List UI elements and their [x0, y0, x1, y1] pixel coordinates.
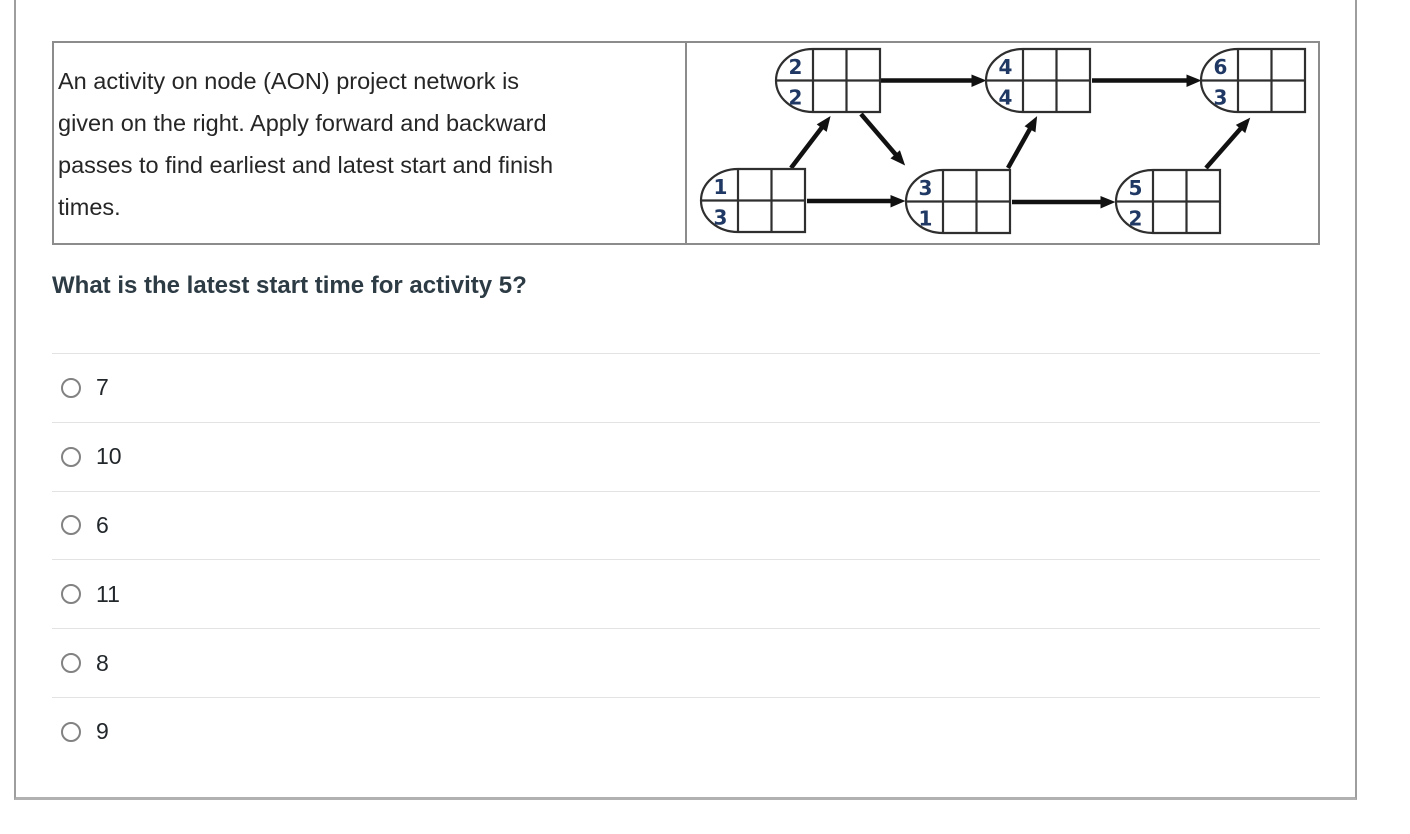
radio-button[interactable]	[61, 584, 81, 605]
aon-node-6: 63	[1199, 47, 1307, 114]
activity-number: 6	[1214, 55, 1228, 79]
radio-button[interactable]	[61, 515, 81, 536]
activity-number: 1	[714, 175, 728, 199]
activity-duration: 4	[999, 86, 1013, 110]
radio-button[interactable]	[61, 653, 81, 674]
activity-duration: 3	[1214, 86, 1228, 110]
question-description-line: given on the right. Apply forward and ba…	[58, 110, 547, 136]
activity-duration: 2	[1129, 207, 1143, 231]
answer-option-label: 6	[96, 511, 109, 538]
answer-option-row[interactable]: 8	[52, 628, 1320, 697]
question-description-line: An activity on node (AON) project networ…	[58, 68, 520, 94]
answer-option-row[interactable]: 9	[52, 696, 1320, 766]
activity-number: 5	[1129, 176, 1143, 200]
activity-duration: 3	[714, 206, 728, 230]
answer-option-label: 7	[96, 374, 109, 401]
answer-option-label: 9	[96, 718, 109, 745]
quiz-question-panel: An activity on node (AON) project networ…	[14, 0, 1357, 800]
aon-node-3: 31	[904, 168, 1012, 235]
radio-button[interactable]	[61, 446, 81, 467]
aon-edge-1-2	[789, 116, 831, 170]
answer-option-row[interactable]: 10	[52, 421, 1320, 491]
answer-options-list: 7 10 6 11 8 9	[52, 353, 1320, 766]
activity-number: 2	[789, 55, 803, 79]
answer-option-row[interactable]: 6	[52, 490, 1320, 560]
answer-option-row[interactable]: 7	[52, 353, 1320, 422]
answer-option-label: 8	[96, 649, 109, 676]
aon-edge-5-6	[1204, 117, 1251, 170]
activity-duration: 2	[789, 86, 803, 110]
answer-option-label: 11	[96, 580, 120, 607]
aon-edge-2-3	[859, 112, 906, 166]
radio-button[interactable]	[61, 721, 81, 742]
question-description: An activity on node (AON) project networ…	[54, 43, 687, 243]
question-description-line: times.	[58, 194, 121, 220]
question-description-line: passes to find earliest and latest start…	[58, 152, 554, 178]
answer-option-label: 10	[96, 443, 122, 470]
activity-number: 4	[999, 55, 1013, 79]
aon-node-5: 52	[1114, 168, 1222, 235]
answer-option-row[interactable]: 11	[52, 559, 1320, 628]
question-header-box: An activity on node (AON) project networ…	[52, 41, 1320, 245]
aon-node-4: 44	[984, 47, 1092, 114]
activity-number: 3	[919, 176, 933, 200]
aon-node-2: 22	[774, 47, 882, 114]
activity-duration: 1	[919, 207, 933, 231]
radio-button[interactable]	[61, 377, 81, 398]
question-prompt: What is the latest start time for activi…	[52, 272, 527, 299]
aon-edge-3-4	[1006, 116, 1038, 170]
aon-node-1: 13	[699, 167, 807, 234]
